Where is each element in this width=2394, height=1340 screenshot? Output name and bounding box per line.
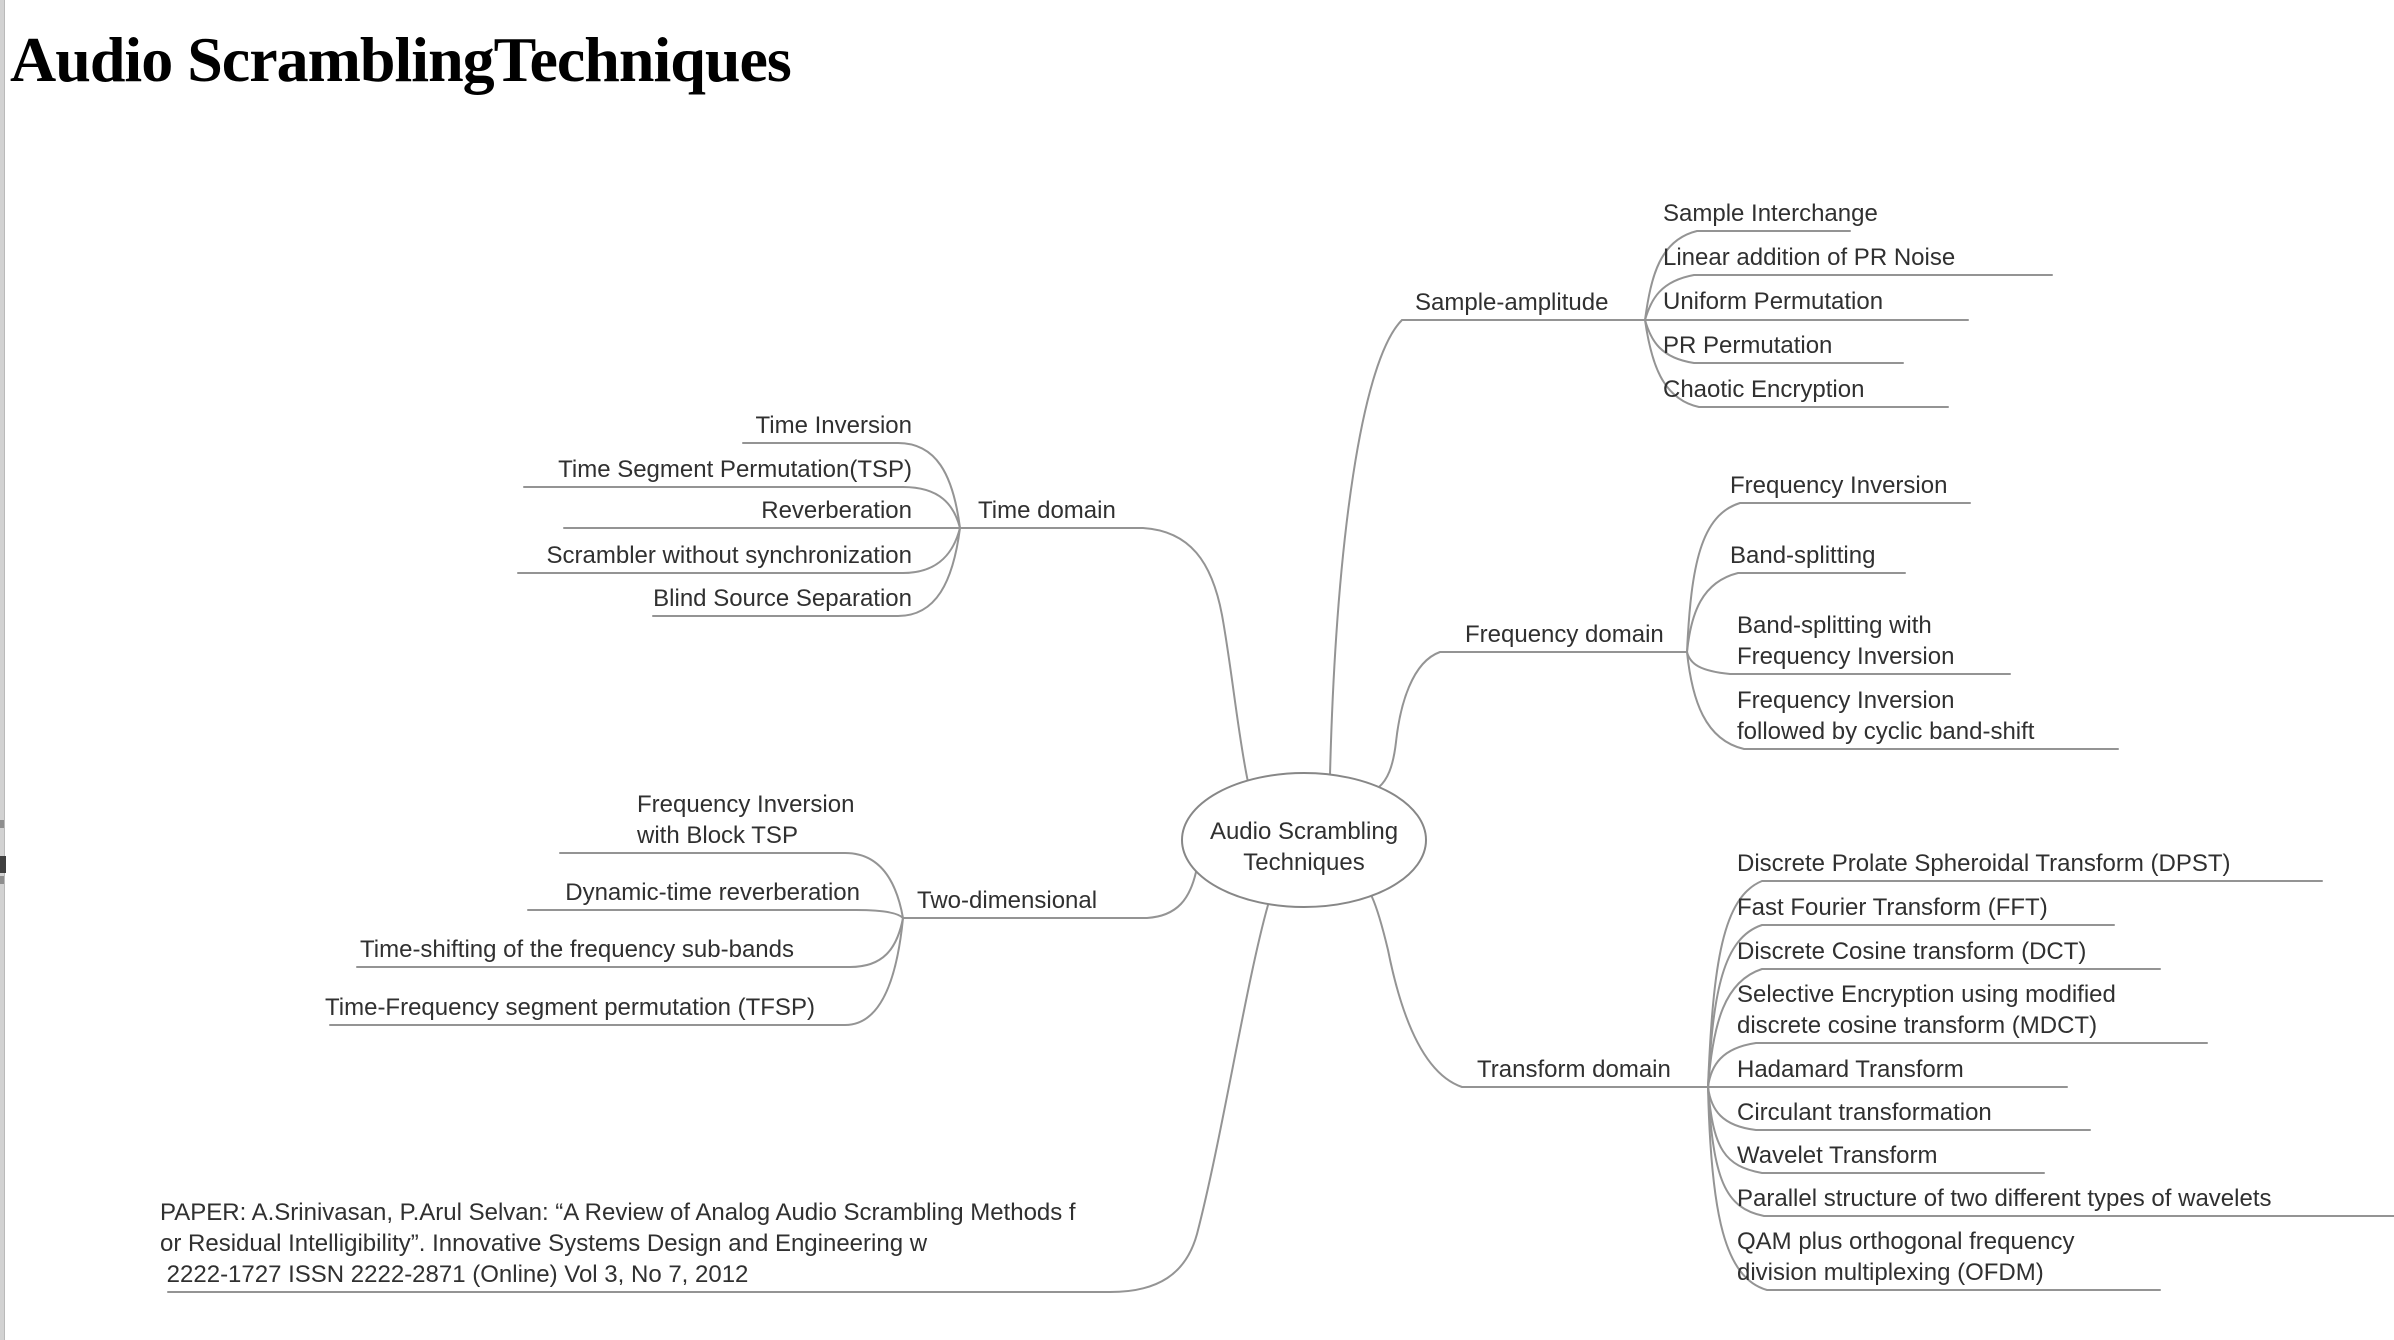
branch-label-sample-amplitude[interactable]: Sample-amplitude <box>1415 289 1609 316</box>
underline-scrambler-without-sync <box>517 527 961 574</box>
node-band-splitting[interactable]: Band-splitting <box>1730 542 1876 569</box>
underline-blind-source-separation <box>652 527 961 617</box>
node-fft[interactable]: Fast Fourier Transform (FFT) <box>1737 894 2048 921</box>
node-circulant-transformation[interactable]: Circulant transformation <box>1737 1099 1992 1126</box>
branch-trunk-edges <box>167 319 1709 1293</box>
underline-frequency-inversion <box>1686 502 1971 653</box>
underline-dpst <box>1707 880 2323 1088</box>
underline-tfsp <box>329 917 904 1026</box>
page-title: Audio ScramblingTechniques <box>10 24 792 95</box>
edge-transform-domain <box>1371 896 1709 1088</box>
root-ellipse[interactable] <box>1181 772 1427 908</box>
underline-linear-addition-pr-noise <box>1644 274 2053 321</box>
underline-time-shifting-sub-bands <box>356 917 904 968</box>
node-qam-ofdm[interactable]: QAM plus orthogonal frequency division m… <box>1737 1228 2075 1286</box>
node-dpst[interactable]: Discrete Prolate Spheroidal Transform (D… <box>1737 850 2231 877</box>
underline-time-inversion <box>742 442 961 529</box>
node-uniform-permutation[interactable]: Uniform Permutation <box>1663 288 1884 315</box>
node-freq-inversion-block-tsp[interactable]: Frequency Inversion with Block TSP <box>637 791 855 849</box>
root-node[interactable]: Audio Scrambling Techniques <box>1209 818 1399 876</box>
node-time-shifting-sub-bands[interactable]: Time-shifting of the frequency sub-bands <box>360 936 795 963</box>
node-freq-inversion-cyclic-band-shift[interactable]: Frequency Inversion followed by cyclic b… <box>1737 687 2035 745</box>
underline-qam-ofdm <box>1707 1086 2161 1291</box>
underline-band-splitting <box>1686 572 1906 653</box>
node-frequency-inversion[interactable]: Frequency Inversion <box>1730 472 1948 499</box>
branch-label-time-domain[interactable]: Time domain <box>978 497 1116 524</box>
node-dct[interactable]: Discrete Cosine transform (DCT) <box>1737 938 2087 965</box>
node-pr-permutation[interactable]: PR Permutation <box>1663 332 1833 359</box>
branch-label-frequency-domain[interactable]: Frequency domain <box>1465 621 1664 648</box>
transform-domain-child-lines <box>1707 880 2394 1291</box>
node-parallel-wavelets[interactable]: Parallel structure of two different type… <box>1737 1185 2272 1212</box>
underline-pr-permutation <box>1644 319 1904 364</box>
node-sample-interchange[interactable]: Sample Interchange <box>1663 200 1878 227</box>
underline-dct <box>1707 968 2161 1088</box>
left-edge-fragment-dark <box>0 856 6 873</box>
node-time-inversion[interactable]: Time Inversion <box>755 412 913 439</box>
node-blind-source-separation[interactable]: Blind Source Separation <box>653 585 912 612</box>
underline-mdct <box>1707 1042 2208 1088</box>
underline-dynamic-time-reverberation <box>527 909 904 919</box>
frequency-domain-child-lines <box>1686 502 2119 750</box>
left-edge-fragment-bottom <box>0 876 4 884</box>
edge-time-domain <box>959 527 1249 783</box>
left-edge-fragment-top <box>0 820 4 828</box>
edge-two-dimensional <box>902 871 1197 919</box>
underline-fft <box>1707 924 2115 1088</box>
edge-sample-amplitude <box>1329 319 1646 776</box>
node-paper-reference[interactable]: PAPER: A.Srinivasan, P.Arul Selvan: “A R… <box>160 1199 1076 1288</box>
node-linear-addition-pr-noise[interactable]: Linear addition of PR Noise <box>1663 244 1956 271</box>
node-band-splitting-freq-inversion[interactable]: Band-splitting with Frequency Inversion <box>1737 612 1955 670</box>
two-dimensional-child-lines <box>329 852 904 1026</box>
underline-time-segment-permutation <box>523 486 961 529</box>
node-wavelet-transform[interactable]: Wavelet Transform <box>1737 1142 1938 1169</box>
node-chaotic-encryption[interactable]: Chaotic Encryption <box>1663 376 1865 403</box>
underline-sample-interchange <box>1644 230 1851 321</box>
branch-label-transform-domain[interactable]: Transform domain <box>1477 1056 1671 1083</box>
edge-frequency-domain <box>1378 651 1688 788</box>
node-reverberation[interactable]: Reverberation <box>761 497 912 524</box>
branch-label-two-dimensional[interactable]: Two-dimensional <box>917 887 1098 914</box>
node-time-segment-permutation[interactable]: Time Segment Permutation(TSP) <box>558 456 912 483</box>
underline-chaotic-encryption <box>1644 319 1949 408</box>
node-mdct[interactable]: Selective Encryption using modified disc… <box>1737 981 2116 1039</box>
node-tfsp[interactable]: Time-Frequency segment permutation (TFSP… <box>325 994 815 1021</box>
underline-freq-inversion-cyclic <box>1686 651 2119 750</box>
left-edge-strip <box>0 0 5 1340</box>
underline-parallel-wavelets <box>1707 1086 2394 1217</box>
time-domain-child-lines <box>517 442 961 617</box>
node-dynamic-time-reverberation[interactable]: Dynamic-time reverberation <box>565 879 860 906</box>
edge-paper <box>167 904 1269 1293</box>
sample-amplitude-child-lines <box>1644 230 2053 408</box>
node-hadamard-transform[interactable]: Hadamard Transform <box>1737 1056 1964 1083</box>
underline-freq-inversion-block-tsp <box>559 852 904 919</box>
node-scrambler-without-sync[interactable]: Scrambler without synchronization <box>546 542 913 569</box>
